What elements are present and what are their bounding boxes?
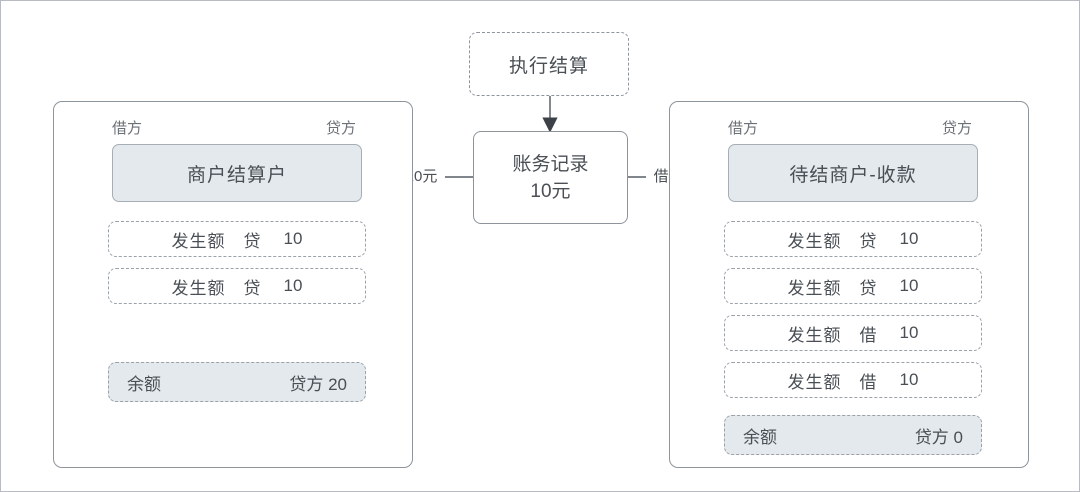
entry-direction: 贷	[243, 278, 262, 298]
entry-row[interactable]: 发生额 贷 10	[108, 221, 366, 257]
entry-amount: 10	[899, 323, 919, 342]
entry-label: 发生额	[171, 231, 226, 251]
entry-amount: 10	[899, 276, 919, 295]
account-title-label-left: 商户结算户	[186, 164, 287, 186]
entry-row[interactable]: 发生额 贷 10	[108, 268, 366, 304]
balance-label-right: 余额	[743, 427, 777, 447]
entry-label: 发生额	[171, 278, 226, 298]
column-header-debit-right: 借方	[728, 120, 759, 137]
entry-amount: 10	[283, 276, 303, 295]
accounting-record-amount: 10元	[530, 180, 571, 202]
entry-label: 发生额	[787, 278, 842, 298]
entry-row[interactable]: 发生额 贷 10	[724, 268, 982, 304]
execute-settlement-label: 执行结算	[508, 55, 589, 77]
entry-label: 发生额	[787, 325, 842, 345]
balance-value-right: 贷方 0	[914, 427, 963, 447]
entry-direction: 贷	[859, 231, 878, 251]
balance-label-left: 余额	[127, 374, 161, 394]
balance-row-left[interactable]: 余额 贷方 20	[108, 362, 366, 402]
execute-settlement-node[interactable]: 执行结算	[469, 32, 629, 96]
column-headers-right: 借方 贷方	[728, 117, 972, 138]
entry-direction: 贷	[243, 231, 262, 251]
accounting-record-title: 账务记录	[512, 153, 589, 175]
entry-amount: 10	[899, 229, 919, 248]
account-title-label-right: 待结商户-收款	[789, 164, 917, 186]
account-title-left[interactable]: 商户结算户	[112, 144, 362, 202]
account-panel-left: 借方 贷方 商户结算户 发生额 贷 10 发生额 贷 10 余额 贷方 20	[53, 101, 413, 468]
balance-value-left: 贷方 20	[289, 374, 347, 394]
account-title-right[interactable]: 待结商户-收款	[728, 144, 978, 202]
balance-row-right[interactable]: 余额 贷方 0	[724, 415, 982, 455]
column-headers-left: 借方 贷方	[112, 117, 356, 138]
entry-direction: 借	[859, 372, 878, 392]
entry-direction: 贷	[859, 278, 878, 298]
accounting-record-node[interactable]: 账务记录 10元	[473, 131, 628, 224]
entry-row[interactable]: 发生额 借 10	[724, 315, 982, 351]
entry-amount: 10	[899, 370, 919, 389]
entry-row[interactable]: 发生额 借 10	[724, 362, 982, 398]
entry-row[interactable]: 发生额 贷 10	[724, 221, 982, 257]
column-header-credit-right: 贷方	[941, 120, 972, 137]
entry-label: 发生额	[787, 372, 842, 392]
entry-direction: 借	[859, 325, 878, 345]
account-panel-right: 借方 贷方 待结商户-收款 发生额 贷 10 发生额 贷 10 发生额 借 10…	[669, 101, 1029, 468]
column-header-debit-left: 借方	[112, 120, 143, 137]
entry-amount: 10	[283, 229, 303, 248]
entry-label: 发生额	[787, 231, 842, 251]
column-header-credit-left: 贷方	[325, 120, 356, 137]
